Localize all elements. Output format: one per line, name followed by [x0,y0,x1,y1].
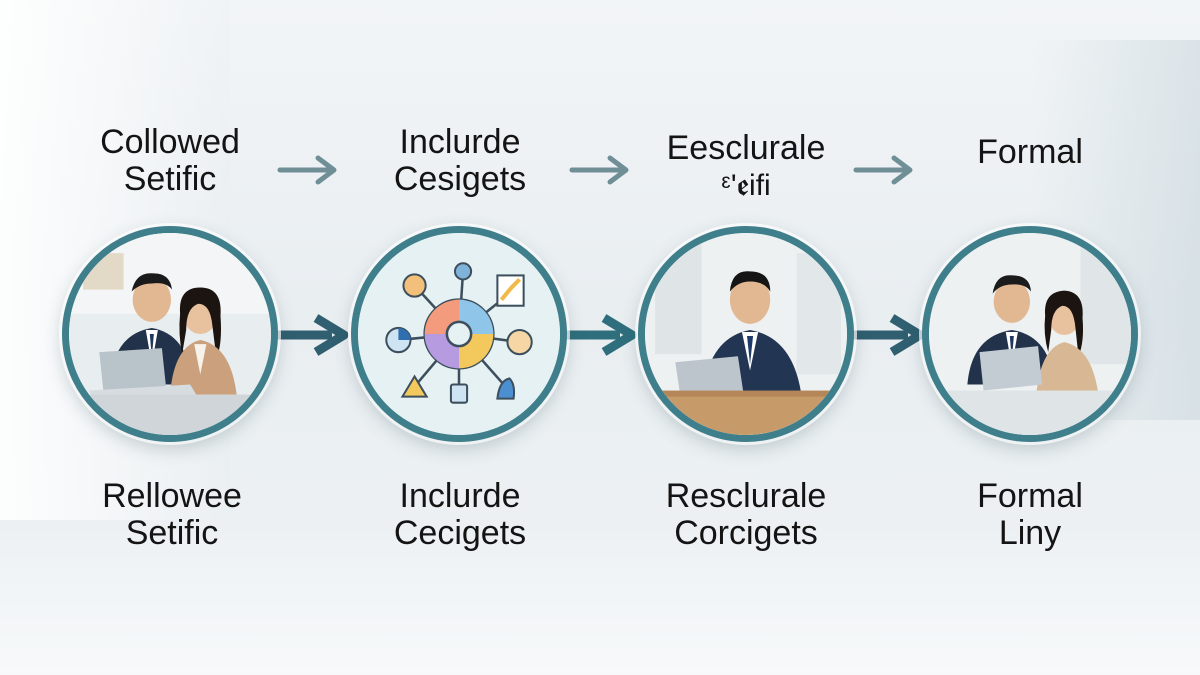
step-3-bottom-line-2: Corcigets [674,514,818,552]
step-3-top-label: Eesclurale ᵋ'ꬲifi [626,130,866,204]
step-4-image [922,226,1138,442]
top-arrow-3-icon [853,155,913,185]
connector-arrow-3-icon [850,314,925,356]
step-1-bottom-label: Rellowee Setific [52,478,292,552]
step-2-image [351,226,567,442]
step-4-top-line-1: Formal [977,133,1083,171]
step-2-bottom-line-1: Inclurde [399,477,521,515]
step-4-bottom-line-2: Liny [998,514,1062,552]
top-arrow-1-icon [277,155,337,185]
step-1-bottom-line-1: Rellowee [102,477,242,515]
step-1-top-line-1: Collowed [100,123,240,161]
step-3-bottom-label: Resclurale Corcigets [626,478,866,552]
connector-arrow-1-icon [274,314,349,356]
top-arrow-2-icon [569,155,629,185]
step-2-top-label: Inclurde Cesigets [340,124,580,198]
step-2-top-line-2: Cesigets [393,160,527,198]
step-1-bottom-line-2: Setific [125,514,219,552]
two-people-laptop-photo [929,233,1131,435]
two-people-laptop-photo [69,233,271,435]
step-3-image [638,226,854,442]
step-3-bottom-line-1: Resclurale [665,477,827,515]
step-1-image [62,226,278,442]
man-laptop-photo [645,233,847,435]
step-3-top-line-1: Eesclurale [666,129,826,167]
step-4-bottom-line-1: Formal [977,477,1083,515]
step-2-top-line-1: Inclurde [399,123,521,161]
step-4-bottom-label: Formal Liny [910,478,1150,552]
step-2-bottom-line-2: Cecigets [393,514,527,552]
process-wheel-icon [358,233,560,435]
connector-arrow-2-icon [562,314,637,356]
step-4-top-label: Formal [910,134,1150,171]
step-3-top-line-2: ᵋ'ꬲifi [721,169,771,202]
step-2-bottom-label: Inclurde Cecigets [340,478,580,552]
step-1-top-label: Collowed Setific [50,124,290,198]
step-1-top-line-2: Setific [123,160,217,198]
